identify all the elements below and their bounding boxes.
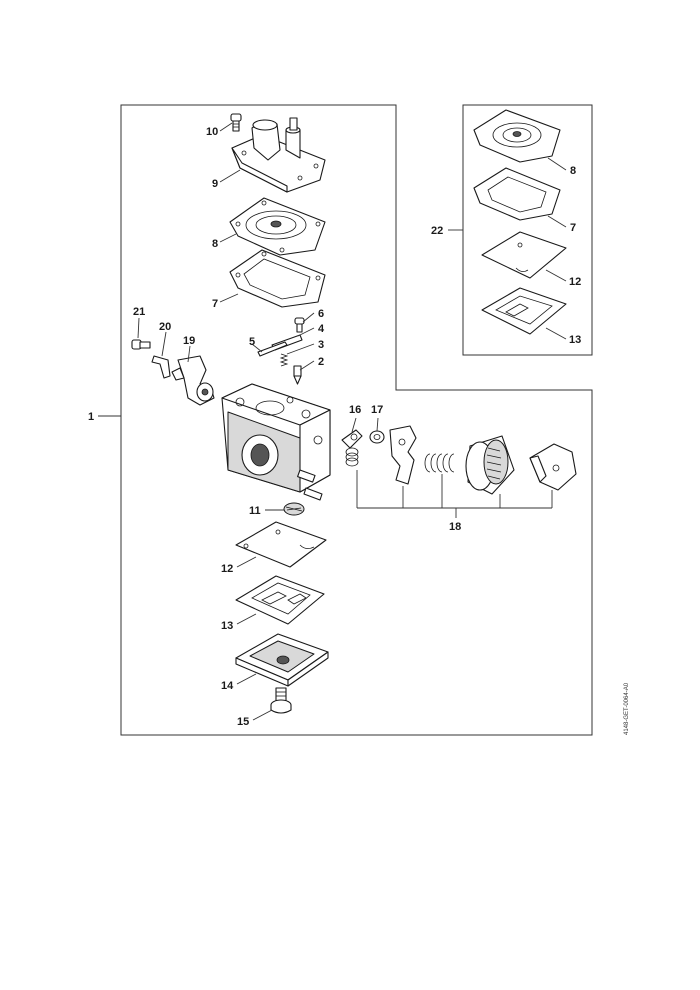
callout-kit-8: 8 — [570, 165, 576, 177]
callout-18: 18 — [449, 521, 461, 533]
callout-19: 19 — [183, 335, 195, 347]
callout-11: 11 — [249, 505, 261, 517]
callout-9: 9 — [212, 178, 218, 190]
carburetor-body — [221, 383, 331, 501]
lever-part-16 — [341, 429, 363, 449]
callout-8: 8 — [212, 238, 218, 250]
callout-16: 16 — [349, 404, 361, 416]
screen-part-11 — [283, 502, 305, 516]
kit-gasket-part-12 — [481, 231, 567, 279]
callout-21: 21 — [133, 306, 145, 318]
callout-labels: 10 9 8 7 6 4 3 2 5 21 20 19 1 16 17 18 1… — [88, 126, 581, 728]
spring-part-18a — [345, 447, 359, 467]
washer-part-17 — [369, 430, 385, 444]
screw-part-10 — [230, 113, 242, 132]
kit-diaphragm-part-13 — [481, 287, 567, 335]
spring-part-18c — [424, 453, 455, 473]
gasket-part-7 — [229, 249, 326, 308]
filter-part-18d — [465, 435, 515, 495]
callout-2: 2 — [318, 356, 324, 368]
kit-diaphragm-part-8 — [473, 109, 561, 163]
leader-lines — [98, 122, 567, 721]
callout-3: 3 — [318, 339, 324, 351]
lever-part-18b — [389, 425, 417, 485]
pump-cover-part-14 — [235, 633, 329, 687]
kit-gasket-part-7 — [473, 167, 561, 221]
gasket-part-12 — [235, 521, 327, 568]
callout-14: 14 — [221, 680, 234, 692]
callout-13: 13 — [221, 620, 233, 632]
callout-5: 5 — [249, 336, 255, 348]
callout-20: 20 — [159, 321, 171, 333]
screw-part-6 — [294, 317, 305, 333]
diaphragm-part-8 — [229, 197, 326, 256]
callout-12: 12 — [221, 563, 233, 575]
callout-kit-13: 13 — [569, 334, 581, 346]
callout-7: 7 — [212, 298, 218, 310]
diaphragm-part-13 — [235, 575, 325, 625]
assembly-frame — [120, 104, 593, 736]
callout-10: 10 — [206, 126, 218, 138]
callout-17: 17 — [371, 404, 383, 416]
callout-4: 4 — [318, 323, 325, 335]
callout-22: 22 — [431, 225, 443, 237]
callout-15: 15 — [237, 716, 249, 728]
spring-part-3 — [279, 353, 289, 367]
throttle-part-19 — [171, 355, 215, 406]
callout-kit-7: 7 — [570, 222, 576, 234]
screw-part-21 — [131, 339, 151, 350]
callout-1: 1 — [88, 411, 94, 423]
needle-part-2 — [293, 365, 302, 385]
cover-part-9 — [231, 117, 326, 193]
knob-part-18e — [529, 443, 577, 491]
callout-kit-12: 12 — [569, 276, 581, 288]
clip-part-20 — [151, 355, 171, 379]
document-code: 4148-GET-0064-A0 — [624, 682, 630, 735]
screw-part-15 — [270, 687, 292, 714]
pin-part-5 — [257, 341, 288, 357]
callout-6: 6 — [318, 308, 324, 320]
